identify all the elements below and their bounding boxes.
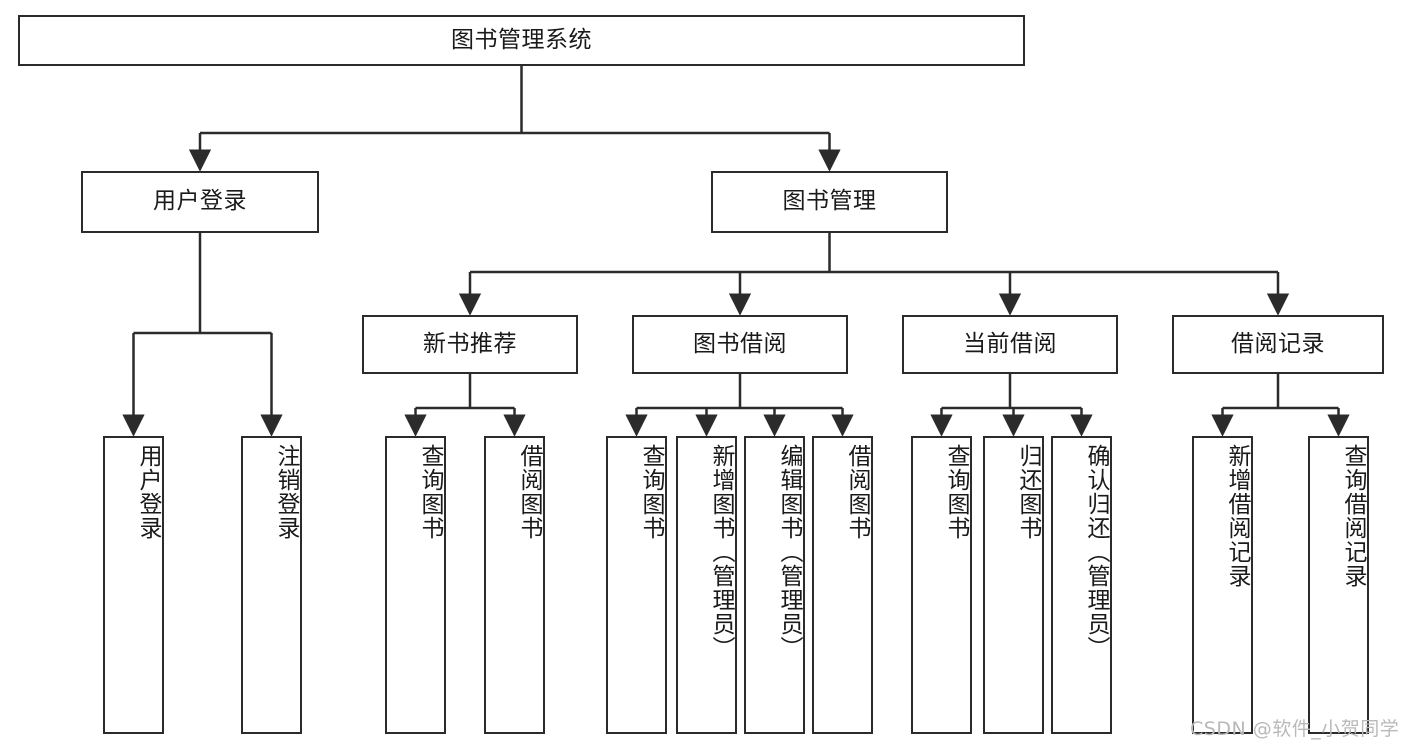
node-label: 编辑图书（管理员） (776, 444, 802, 660)
node-leaf-logout[interactable]: 注销登录 (241, 436, 302, 734)
node-leaf-add-record[interactable]: 新增借阅记录 (1192, 436, 1253, 734)
node-leaf-query-book-2[interactable]: 查询图书 (606, 436, 667, 734)
node-user-login[interactable]: 用户登录 (81, 171, 319, 233)
node-label: 借阅图书 (516, 444, 542, 540)
node-book-manage[interactable]: 图书管理 (711, 171, 948, 233)
node-label: 注销登录 (273, 444, 299, 540)
node-new-book-rec[interactable]: 新书推荐 (362, 315, 578, 374)
node-label: 新书推荐 (423, 330, 517, 357)
node-label: 查询图书 (417, 444, 443, 540)
node-borrow-record[interactable]: 借阅记录 (1172, 315, 1384, 374)
node-leaf-edit-book[interactable]: 编辑图书（管理员） (744, 436, 805, 734)
node-leaf-query-record[interactable]: 查询借阅记录 (1308, 436, 1369, 734)
node-label: 新增借阅记录 (1224, 444, 1250, 588)
node-leaf-borrow-book-1[interactable]: 借阅图书 (484, 436, 545, 734)
node-label: 用户登录 (153, 188, 247, 215)
node-label: 新增图书（管理员） (708, 444, 734, 660)
node-book-borrow[interactable]: 图书借阅 (632, 315, 848, 374)
node-leaf-return-book[interactable]: 归还图书 (983, 436, 1044, 734)
csdn-watermark: CSDN @软件_小贺同学 (1190, 718, 1400, 740)
node-leaf-user-login[interactable]: 用户登录 (103, 436, 164, 734)
node-label: 查询图书 (638, 444, 664, 540)
node-label: 图书借阅 (693, 330, 787, 357)
node-label: 图书管理 (782, 188, 877, 215)
node-root[interactable]: 图书管理系统 (18, 15, 1025, 66)
node-leaf-query-book-3[interactable]: 查询图书 (911, 436, 972, 734)
node-label: 图书管理系统 (451, 26, 592, 53)
node-label: 当前借阅 (963, 330, 1057, 357)
node-leaf-add-book[interactable]: 新增图书（管理员） (676, 436, 737, 734)
node-label: 查询借阅记录 (1340, 444, 1366, 588)
node-label: 归还图书 (1015, 444, 1041, 540)
node-label: 用户登录 (135, 444, 161, 540)
node-leaf-confirm-return[interactable]: 确认归还（管理员） (1051, 436, 1112, 734)
node-label: 查询图书 (943, 444, 969, 540)
node-label: 借阅记录 (1231, 330, 1325, 357)
node-label: 借阅图书 (844, 444, 870, 540)
node-leaf-query-book-1[interactable]: 查询图书 (385, 436, 446, 734)
node-current-borrow[interactable]: 当前借阅 (902, 315, 1118, 374)
node-label: 确认归还（管理员） (1083, 444, 1109, 660)
node-leaf-borrow-book-2[interactable]: 借阅图书 (812, 436, 873, 734)
